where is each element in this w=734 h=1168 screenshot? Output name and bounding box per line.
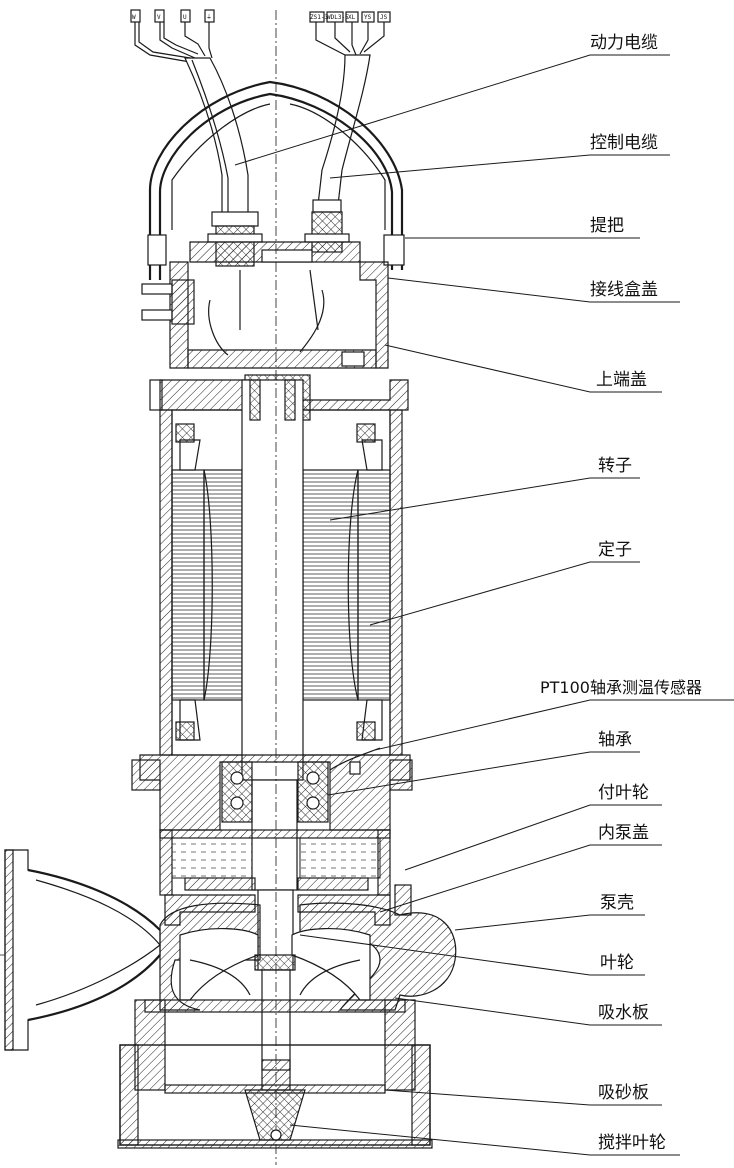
lifting-handle [147, 80, 405, 280]
label-impeller: 叶轮 [600, 953, 634, 973]
stirring-impeller [244, 1059, 306, 1141]
label-inner-pump-cover: 内泵盖 [598, 823, 649, 843]
power-cable-wires [134, 22, 213, 63]
control-tag-wdl: WDL3-5 [327, 14, 349, 21]
label-pt100-sensor: PT100轴承测温传感器 [540, 678, 702, 697]
label-suction-plate: 吸水板 [598, 1003, 649, 1023]
lower-end-cover [131, 754, 413, 831]
control-cable-wires [315, 22, 385, 56]
oil-chamber [159, 829, 391, 896]
control-tag-xl: XL [348, 14, 356, 21]
label-rotor: 转子 [598, 456, 632, 476]
suction-plate [134, 999, 416, 1091]
label-handle: 提把 [590, 216, 624, 236]
leader-lines [234, 54, 734, 1156]
auxiliary-impeller [184, 877, 369, 891]
power-tag-w: W [132, 14, 136, 21]
side-bolts [141, 279, 195, 411]
label-upper-end-cover: 上端盖 [596, 370, 647, 390]
stator [171, 423, 391, 741]
control-cable [317, 54, 371, 206]
label-pump-casing: 泵壳 [600, 893, 634, 913]
power-tag-u: U [183, 14, 187, 21]
label-power-cable: 动力电缆 [590, 33, 658, 53]
control-tag-zs: ZS1-3 [310, 14, 328, 21]
power-tag-ground: ⏚ [206, 14, 212, 21]
control-terminal-tags: ZS1-3 WDL3-5 XL YS JS [309, 11, 391, 23]
label-stirring-impeller: 搅拌叶轮 [598, 1133, 666, 1153]
upper-bearing [249, 379, 296, 421]
power-cable [184, 57, 249, 216]
label-control-cable: 控制电缆 [590, 133, 658, 153]
label-stator: 定子 [598, 540, 632, 560]
rotor [203, 469, 359, 701]
label-sand-suction-plate: 吸砂板 [598, 1083, 649, 1103]
junction-box-cover [189, 241, 361, 263]
control-tag-js: JS [380, 14, 388, 21]
label-auxiliary-impeller: 付叶轮 [598, 783, 649, 803]
control-tag-ys: YS [364, 14, 372, 21]
power-terminal-tags: W V U ⏚ [130, 9, 215, 23]
junction-box [169, 261, 389, 369]
label-junction-box-cover: 接线盒盖 [590, 280, 658, 300]
label-bearing: 轴承 [598, 730, 632, 750]
power-tag-v: V [157, 14, 161, 21]
impeller [179, 928, 371, 1001]
labels: 动力电缆 控制电缆 提把 接线盒盖 上端盖 转子 定子 PT100轴承测温传感器… [540, 33, 702, 1153]
